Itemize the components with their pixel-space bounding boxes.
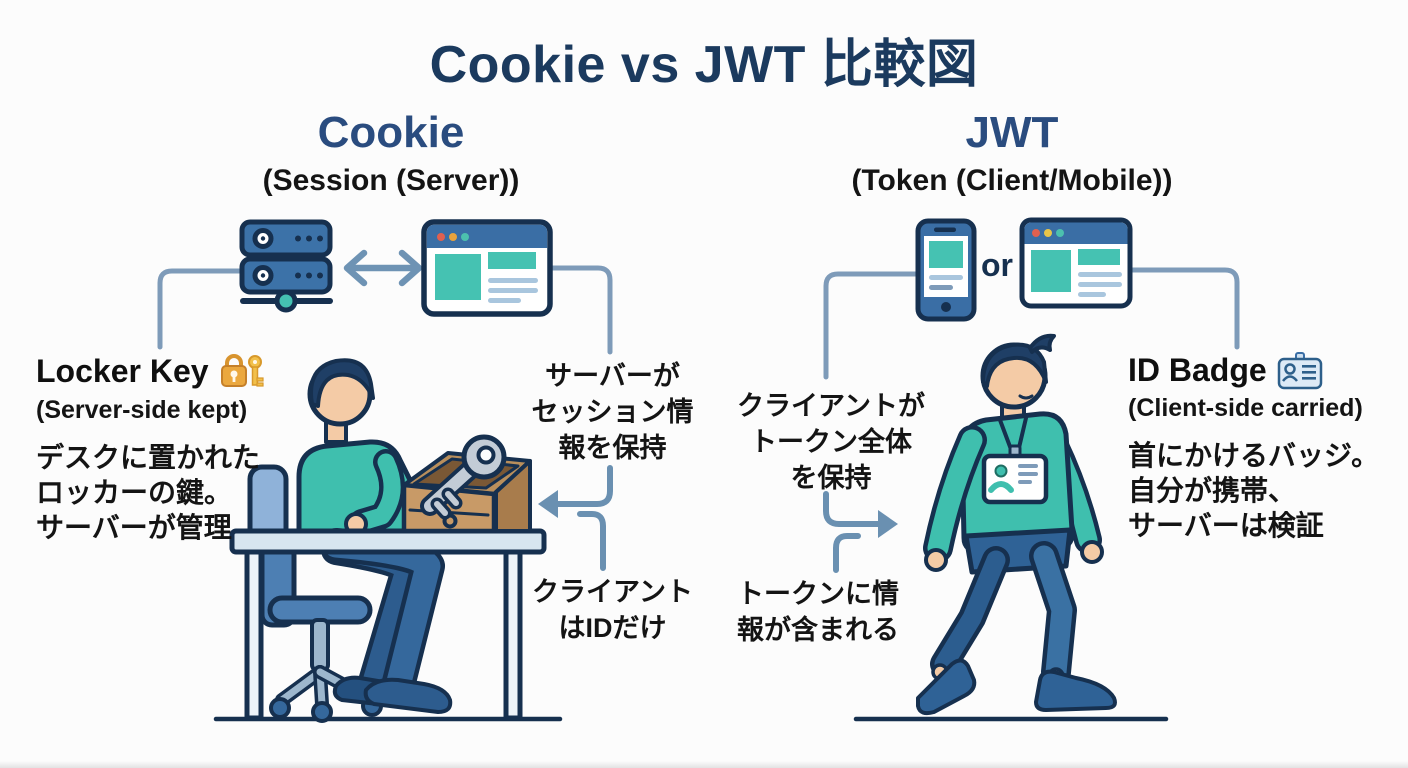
- smartphone-icon: [915, 218, 977, 322]
- cookie-right-connector: [545, 265, 613, 355]
- client-id-note: クライアント はIDだけ: [515, 574, 710, 646]
- cookie-flow-arrowhead: [538, 490, 558, 518]
- cookie-flow-arrow: [538, 465, 613, 571]
- note-line: セッション情: [531, 397, 694, 427]
- jwt-left-connector: [823, 271, 923, 380]
- cookie-flow-arrow-lower: [577, 511, 606, 571]
- page-bottom-edge: [0, 761, 1408, 768]
- note-line: はIDだけ: [558, 613, 667, 643]
- cookie-left-connector: [157, 268, 303, 350]
- shoe-front: [363, 677, 453, 714]
- desk-top: [229, 528, 547, 555]
- locker-key-subtitle: (Server-side kept): [36, 396, 248, 424]
- note-line: トークンに情: [737, 579, 899, 609]
- note-line: 自分が携帯、: [1128, 474, 1297, 506]
- note-line: サーバーが管理: [36, 511, 232, 543]
- note-line: ロッカーの鍵。: [36, 476, 233, 508]
- note-line: クライアント: [532, 577, 693, 607]
- id-badge-on-lanyard: [981, 453, 1049, 505]
- key-icon: [420, 434, 507, 520]
- note-line: クライアントが: [737, 391, 925, 421]
- page-title: Cookie vs JWT 比較図: [429, 36, 979, 94]
- browser-window-icon-cookie: [421, 219, 553, 317]
- server-icon: [239, 219, 333, 313]
- walking-person-near-arm: [923, 425, 987, 572]
- id-badge-title: ID Badge: [1128, 352, 1267, 389]
- note-line: 報を保持: [558, 433, 667, 463]
- server-session-note: サーバーが セッション情 報を保持: [515, 358, 710, 466]
- jwt-right-connector: [1125, 267, 1240, 350]
- token-info-note: トークンに情 報が含まれる: [712, 576, 924, 648]
- note-line: を保持: [790, 463, 872, 493]
- jwt-flow-arrow-lower: [833, 533, 861, 573]
- desk-leg-left: [244, 545, 264, 721]
- client-token-note: クライアントが トークン全体 を保持: [725, 388, 937, 496]
- cookie-heading: Cookie: [317, 108, 465, 157]
- id-badge-note: ID Badge (Client-side carried) 首にかけるバッジ。…: [1128, 352, 1398, 543]
- note-line: トークン全体: [750, 427, 912, 457]
- lock-and-key-icon: [220, 354, 264, 387]
- id-badge-subtitle: (Client-side carried): [1128, 394, 1363, 422]
- locker-key-title: Locker Key: [36, 353, 209, 390]
- jwt-subheading: (Token (Client/Mobile)): [851, 164, 1173, 197]
- jwt-flow-arrowhead: [878, 510, 898, 538]
- connector-lines: [157, 265, 1240, 380]
- note-line: 報が含まれる: [737, 615, 899, 645]
- locker-key-description: デスクに置かれた ロッカーの鍵。 サーバーが管理: [36, 440, 316, 545]
- walking-person-smile: [1018, 394, 1034, 400]
- cookie-flow-arrow-upper: [553, 465, 613, 507]
- note-line: デスクに置かれた: [36, 441, 261, 473]
- note-line: 首にかけるバッジ。: [1128, 439, 1380, 471]
- id-badge-description: 首にかけるバッジ。 自分が携帯、 サーバーは検証: [1128, 438, 1398, 543]
- walking-person-hair-quiff: [1028, 333, 1056, 354]
- desk-scene: [229, 358, 547, 723]
- walking-person-hair: [981, 342, 1048, 388]
- walking-shoe-front: [1034, 669, 1117, 712]
- cookie-subheading: (Session (Server)): [262, 164, 520, 197]
- note-line: サーバーは検証: [1128, 509, 1324, 541]
- note-line: サーバーが: [545, 361, 680, 391]
- id-badge-icon: [1277, 352, 1322, 390]
- or-label: or: [981, 247, 1013, 283]
- walking-shoe-back: [916, 658, 977, 716]
- walking-person: [916, 333, 1117, 716]
- jwt-flow-arrow-upper: [823, 491, 883, 527]
- locker-key-note: Locker Key (Server-side kept) デスクに置かれた ロ…: [36, 352, 316, 545]
- walking-person-front-leg: [1029, 541, 1117, 712]
- browser-window-icon-jwt: [1019, 217, 1133, 309]
- jwt-heading: JWT: [965, 108, 1059, 157]
- bidirectional-arrow-icon: [343, 249, 423, 287]
- sitting-person-legs: [319, 528, 453, 714]
- walking-person-back-leg: [916, 546, 1010, 716]
- jwt-flow-arrow: [823, 491, 898, 573]
